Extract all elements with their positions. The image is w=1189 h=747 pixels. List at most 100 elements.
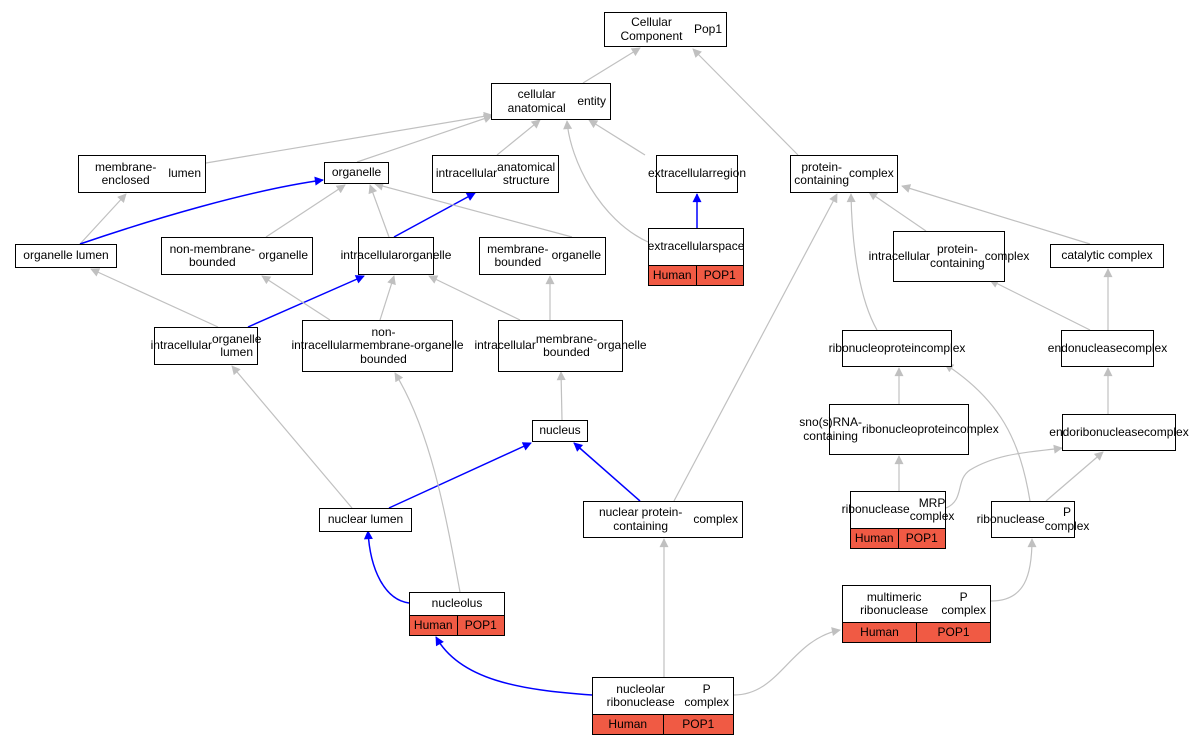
go-term-label: membrane-bounded [487, 241, 549, 269]
go-term-label: complex [954, 421, 999, 436]
go-term-label: P complex [1044, 505, 1090, 533]
graph-edge [393, 192, 476, 238]
graph-edge [556, 371, 566, 421]
go-term-label: catalytic complex [1061, 248, 1153, 263]
go-term-cellular-component[interactable]: Cellular Component Pop1 [604, 12, 727, 47]
go-term-label: nuclear protein-containing [598, 505, 683, 533]
go-term-label: nucleolar ribonuclease [606, 681, 675, 709]
go-term-label: Pop1 [693, 21, 722, 36]
graph-edge [573, 442, 641, 502]
go-term-label: cellular anatomical [507, 87, 566, 115]
graph-edge [374, 181, 573, 238]
go-term-label: organelle lumen [212, 331, 262, 359]
graph-edge [90, 268, 219, 328]
graph-edge [733, 627, 841, 696]
graph-edge [363, 530, 410, 604]
graph-edge [388, 442, 532, 509]
annotation-species: Human [593, 715, 663, 734]
go-term-label: extracellular [647, 166, 713, 181]
annotation-species: Human [851, 529, 898, 548]
go-term-label: ribonuclease [841, 502, 910, 517]
graph-edge [846, 193, 878, 331]
go-term-label: organelle [402, 248, 452, 263]
go-term-label: extracellular [647, 239, 713, 254]
go-term-label: organelle [258, 248, 308, 263]
graph-edge [1045, 451, 1104, 502]
annotation-gene: POP1 [456, 616, 504, 635]
go-term-label: endonuclease [1047, 340, 1123, 355]
go-term-organelle-lumen[interactable]: organelle lumen [15, 244, 117, 268]
graph-edge [588, 119, 646, 156]
graph-edge [496, 119, 541, 156]
go-term-label: nucleus [539, 423, 581, 438]
go-term-label: P complex [684, 681, 729, 709]
go-term-label: sno(s)RNA-containing [799, 415, 862, 443]
go-term-nucleus[interactable]: nucleus [532, 420, 588, 442]
graph-edge [356, 114, 493, 163]
go-term-label: intracellular [868, 248, 930, 263]
graph-edge [692, 48, 799, 156]
go-term-catalytic-complex[interactable]: catalytic complex [1050, 244, 1164, 268]
go-term-label: ribonucleoprotein [828, 340, 921, 355]
go-term-label: Cellular Component [620, 15, 683, 43]
go-term-label: nucleolus [431, 596, 483, 611]
go-term-label: non-membrane-bounded [169, 241, 255, 269]
go-term-label: complex [693, 511, 738, 526]
go-term-label: MRP complex [909, 495, 955, 523]
go-term-label: intracellular [340, 248, 402, 263]
go-term-label: organelle [597, 338, 647, 353]
go-term-label: nuclear lumen [327, 512, 404, 527]
annotation-species: Human [410, 616, 457, 635]
annotation-gene: POP1 [897, 529, 945, 548]
annotation-species: Human [649, 266, 696, 285]
go-term-nuclear-lumen[interactable]: nuclear lumen [319, 508, 412, 532]
graph-edge [265, 184, 346, 238]
graph-edge [261, 275, 331, 321]
go-term-label: complex [849, 166, 894, 181]
graph-edge [205, 111, 493, 164]
go-term-nuclear-protein-containing-complex[interactable]: nuclear protein-containing complex [583, 501, 743, 538]
graph-edge [989, 279, 1091, 331]
graph-edge [368, 184, 390, 238]
graph-edge [79, 176, 324, 245]
go-term-label: intracellular [474, 338, 536, 353]
go-term-label: organelle [551, 248, 601, 263]
graph-edge [394, 372, 461, 593]
go-term-label: organelle [414, 338, 464, 353]
go-term-label: intracellular [435, 166, 498, 181]
go-term-label: protein-containing [794, 159, 850, 187]
annotation-gene: POP1 [695, 266, 743, 285]
go-term-label: membrane-enclosed [94, 159, 157, 187]
go-term-label: complex [920, 340, 966, 355]
go-term-label: membrane-bounded [535, 331, 598, 359]
go-term-organelle[interactable]: organelle [324, 162, 389, 184]
graph-edge [901, 184, 1091, 245]
go-term-label: protein-containing [929, 242, 985, 270]
graph-edge [79, 193, 127, 245]
go-term-label: space [712, 239, 745, 254]
